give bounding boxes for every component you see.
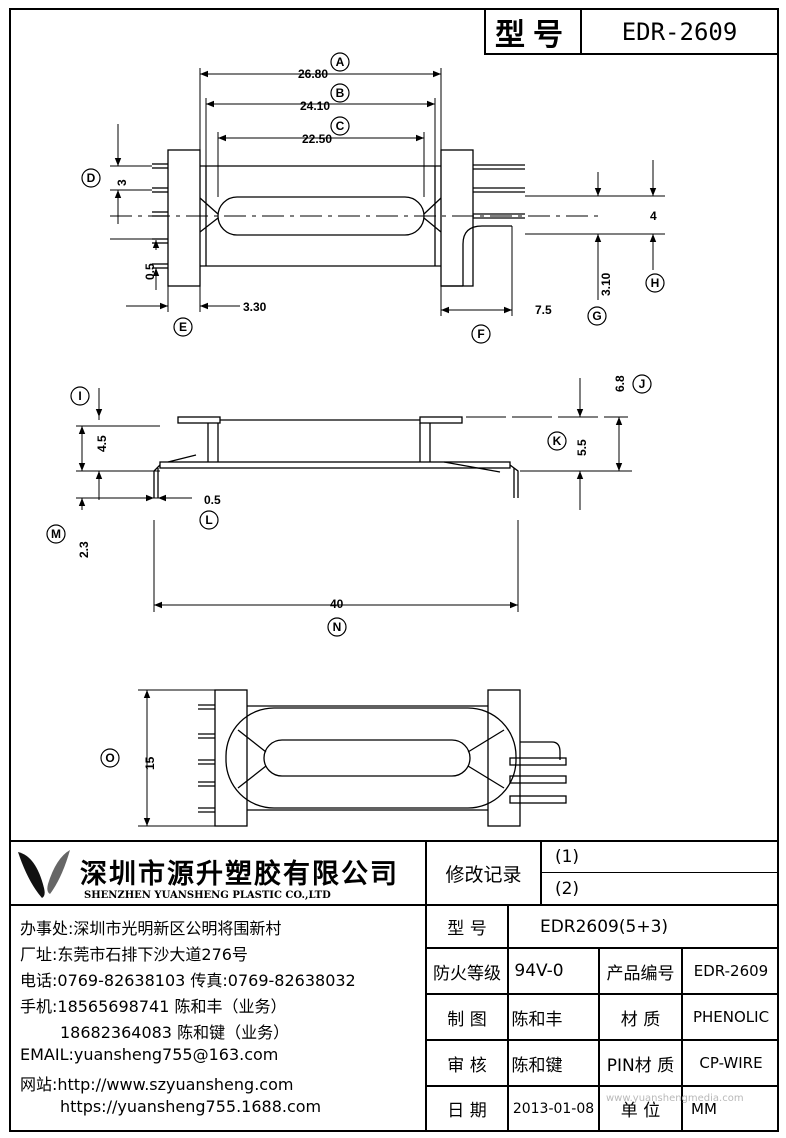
revision-label: 修改记录	[445, 863, 522, 886]
bottom-view	[198, 689, 567, 827]
callout-i: I	[78, 389, 81, 403]
tb-checked-label: 审 核	[447, 1055, 487, 1076]
watermark: www.yuanshengmedia.com	[606, 1093, 744, 1104]
header-model-value: EDR-2609	[621, 17, 738, 46]
dim-a-value: 26.80	[298, 67, 328, 81]
callout-l: L	[205, 513, 212, 527]
dim-f-value: 7.5	[535, 303, 552, 317]
tb-model-value: EDR2609(5+3)	[539, 916, 669, 937]
dim-g-value: 3.10	[599, 272, 613, 296]
callout-n: N	[333, 620, 342, 634]
company-email: EMAIL:yuansheng755@163.com	[20, 1045, 279, 1064]
company-phone: 电话:0769-82638103 传真:0769-82638032	[20, 971, 356, 990]
title-block-divider	[425, 840, 427, 1132]
top-view	[152, 149, 525, 287]
company-name-en: SHENZHEN YUANSHENG PLASTIC CO.,LTD	[84, 890, 331, 901]
tb-date-label: 日 期	[447, 1101, 487, 1121]
company-factory: 厂址:东莞市石排下沙大道276号	[20, 945, 248, 964]
tb-fire-label: 防火等级	[433, 963, 501, 984]
tb-fire-value: 94V-0	[514, 961, 564, 981]
tb-checked-value: 陈和键	[511, 1055, 563, 1076]
dim-pin-value: 0.5	[143, 263, 157, 280]
dim-b-value: 24.10	[300, 99, 330, 113]
grid-h-1	[425, 904, 779, 906]
title-block-top-line	[9, 840, 779, 842]
tb-drawn-label: 制 图	[447, 1009, 487, 1030]
header-divider	[580, 8, 582, 55]
header-title-box	[484, 8, 779, 55]
dim-l-value: 0.5	[204, 493, 221, 507]
dim-k-value: 5.5	[575, 439, 589, 456]
callout-d: D	[87, 171, 96, 185]
dim-n-value: 40	[330, 597, 344, 611]
company-website-1: 网站:http://www.szyuansheng.com	[20, 1075, 294, 1094]
callout-a: A	[336, 55, 345, 69]
bottom-view-dimensions	[138, 689, 215, 827]
dim-j-value: 6.8	[613, 375, 627, 392]
side-view-dimensions	[76, 378, 632, 612]
tb-pin-material-label: PIN材 质	[606, 1055, 675, 1076]
grid-v-b	[598, 947, 600, 1132]
revision-2: (2)	[554, 878, 580, 899]
tb-pin-material-value: CP-WIRE	[699, 1054, 763, 1072]
dim-e-value: 3.30	[243, 300, 267, 314]
callout-h: H	[651, 276, 660, 290]
technical-drawing: 26.80 24.10 22.50 3 0.5 3.30 7.5 4 3.10 …	[46, 52, 665, 827]
tb-unit-value: MM	[691, 1100, 717, 1118]
callout-f: F	[477, 327, 484, 341]
company-website-2: https://yuansheng755.1688.com	[60, 1097, 322, 1116]
grid-h-3	[425, 993, 779, 995]
side-view	[153, 416, 519, 498]
top-view-dimensions	[110, 68, 665, 316]
company-logo	[18, 850, 70, 898]
tb-product-no-value: EDR-2609	[693, 962, 769, 980]
tb-material-label: 材 质	[620, 1009, 661, 1030]
dim-i-value: 4.5	[95, 435, 109, 452]
drawing-frame	[9, 8, 779, 1132]
callout-j: J	[639, 377, 646, 391]
company-mobile-1: 手机:18565698741 陈和丰（业务）	[20, 997, 287, 1016]
company-divider	[9, 904, 425, 906]
dim-o-value: 15	[143, 756, 157, 770]
grid-h-revision	[540, 872, 779, 873]
tb-material-value: PHENOLIC	[692, 1008, 770, 1026]
callout-e: E	[179, 320, 187, 334]
tb-unit-label: 单 位	[620, 1101, 661, 1121]
grid-v-c	[681, 947, 683, 1132]
company-office: 办事处:深圳市光明新区公明将围新村	[20, 919, 282, 938]
callout-c: C	[336, 119, 345, 133]
dim-m-value: 2.3	[77, 541, 91, 558]
tb-product-no-label: 产品编号	[606, 963, 675, 984]
callout-m: M	[51, 527, 61, 541]
dim-h-value: 4	[650, 209, 657, 223]
callout-o: O	[105, 751, 114, 765]
callout-b: B	[336, 86, 345, 100]
grid-h-5	[425, 1085, 779, 1087]
company-mobile-2: 18682364083 陈和键（业务）	[60, 1023, 290, 1042]
grid-h-2	[425, 947, 779, 949]
grid-v-a	[507, 904, 509, 1132]
tb-date-value: 2013-01-08	[512, 1100, 595, 1117]
dim-d-value: 3	[115, 179, 129, 186]
company-name-cn: 深圳市源升塑胶有限公司	[80, 859, 399, 890]
header-model-label: 型号	[495, 17, 571, 53]
callout-k: K	[553, 434, 562, 448]
revision-1: (1)	[554, 847, 580, 867]
tb-model-label: 型 号	[447, 919, 487, 939]
tb-drawn-value: 陈和丰	[511, 1009, 563, 1030]
grid-h-4	[425, 1039, 779, 1041]
callout-g: G	[592, 309, 601, 323]
dim-c-value: 22.50	[302, 132, 332, 146]
